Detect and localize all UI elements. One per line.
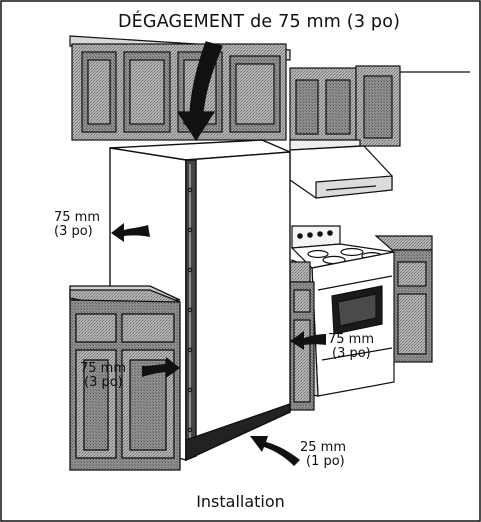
clearance-title: DÉGAGEMENT de 75 mm (3 po): [118, 12, 401, 32]
bottom-clearance-label: 25 mm (1 po): [300, 441, 346, 468]
left-low-clearance-label: 75 mm (3 po): [80, 362, 126, 389]
left-top-clearance-imperial: (3 po): [54, 223, 93, 239]
left-top-clearance-label: 75 mm (3 po): [54, 211, 100, 238]
diagram-caption: Installation: [196, 492, 285, 511]
left-top-clearance-arrow: [111, 223, 150, 242]
left-low-clearance-arrow: [142, 357, 180, 378]
right-clearance-label: 75 mm (3 po): [328, 333, 374, 360]
upper-cabinets: [69, 35, 470, 147]
right-base-cabinet: [374, 235, 433, 363]
bottom-clearance-arrow: [250, 436, 300, 466]
bottom-clearance-imperial: (1 po): [306, 453, 345, 469]
left-base-cabinet: [69, 285, 181, 471]
right-clearance-arrow: [290, 331, 326, 350]
top-clearance-arrow: [176, 41, 223, 142]
left-low-clearance-imperial: (3 po): [84, 374, 123, 390]
range-hood: [289, 139, 393, 199]
left-top-clearance-metric: 75 mm: [54, 210, 101, 225]
right-clearance-imperial: (3 po): [332, 345, 371, 361]
right-clearance-metric: 75 mm: [328, 332, 375, 347]
bottom-clearance-metric: 25 mm: [300, 440, 347, 455]
left-low-clearance-metric: 75 mm: [80, 361, 127, 376]
